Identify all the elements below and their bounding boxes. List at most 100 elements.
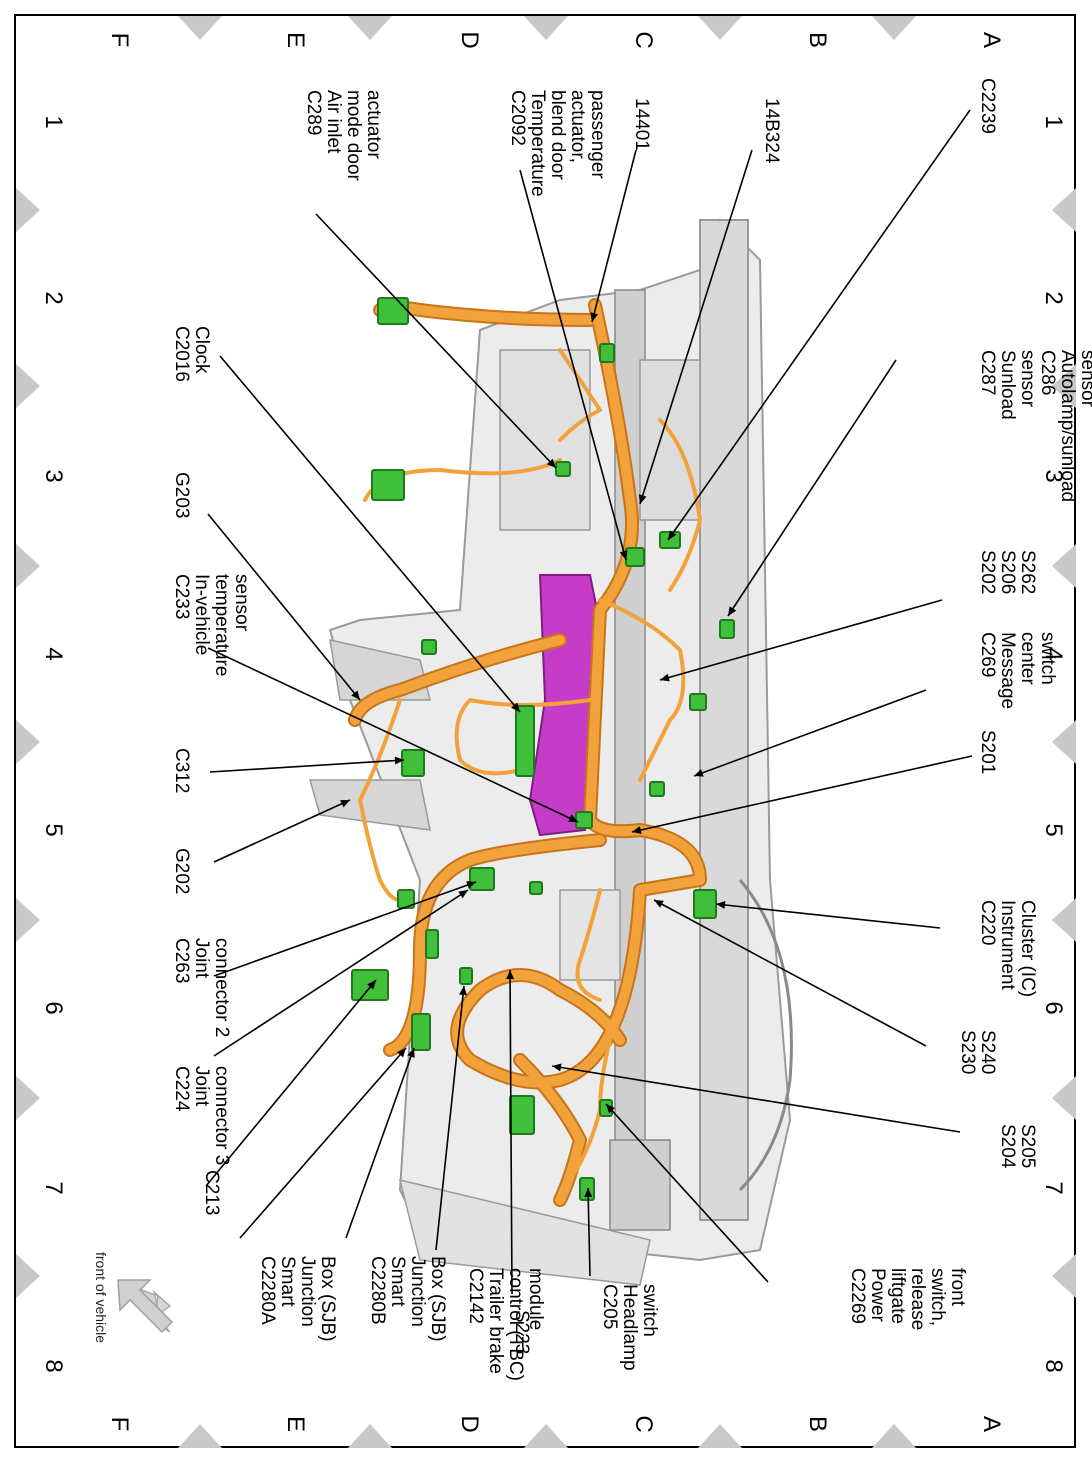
leader-line-5 xyxy=(727,359,897,617)
svg-text:front: front xyxy=(947,1268,968,1307)
svg-text:Temperature: Temperature xyxy=(527,90,548,197)
label-g203: G203 xyxy=(171,472,192,518)
border-zone-marker xyxy=(1052,898,1076,942)
grid-letter-F: F xyxy=(106,1417,133,1432)
svg-text:Power: Power xyxy=(867,1268,888,1323)
leader-arrowhead-14 xyxy=(716,900,726,909)
grid-number-6: 6 xyxy=(1040,1001,1067,1014)
border-zone-marker xyxy=(16,720,40,764)
label-c263: C263 Joint connector 2 xyxy=(171,938,232,1037)
leader-arrowhead-13 xyxy=(340,800,350,808)
svg-text:release: release xyxy=(907,1268,928,1330)
svg-text:Box (SJB): Box (SJB) xyxy=(317,1256,338,1342)
leader-line-11 xyxy=(631,755,973,833)
leader-line-4 xyxy=(315,213,557,469)
svg-text:C220: C220 xyxy=(977,900,998,945)
grid-number-4: 4 xyxy=(40,647,67,660)
connector-15 xyxy=(411,1013,431,1051)
front-of-vehicle-arrow-icon xyxy=(117,1279,174,1334)
svg-text:connector 3: connector 3 xyxy=(211,1066,232,1165)
grid-number-2: 2 xyxy=(40,291,67,304)
label-14b324: 14B324 xyxy=(761,98,782,164)
label-c2280b: C2280B Smart Junction Box (SJB) xyxy=(367,1256,448,1342)
grid-letter-D: D xyxy=(456,1415,483,1432)
svg-text:C2269: C2269 xyxy=(847,1268,868,1324)
border-zone-marker xyxy=(524,16,568,40)
grid-letter-A: A xyxy=(978,32,1005,48)
svg-text:switch: switch xyxy=(639,1284,660,1337)
leader-arrowhead-6 xyxy=(511,702,520,712)
grid-number-3: 3 xyxy=(1040,469,1067,482)
svg-text:connector 2: connector 2 xyxy=(211,938,232,1037)
svg-text:S230: S230 xyxy=(957,1030,978,1074)
svg-text:S205: S205 xyxy=(1017,1124,1038,1168)
label-c269: C269 Message center switch xyxy=(977,632,1058,709)
leader-line-16 xyxy=(653,899,927,1047)
label-c312: C312 xyxy=(171,748,192,793)
label-s204: S204 S205 xyxy=(997,1124,1038,1169)
svg-text:actuator,: actuator, xyxy=(567,90,588,163)
label-c220: C220 Instrument Cluster (IC) xyxy=(977,900,1038,997)
svg-text:Sunload: Sunload xyxy=(997,350,1018,420)
leader-arrowhead-22 xyxy=(459,986,468,996)
leader-arrowhead-15 xyxy=(466,881,476,889)
grid-number-7: 7 xyxy=(1040,1181,1067,1194)
connector-22 xyxy=(529,881,543,895)
grid-letter-C: C xyxy=(630,1415,657,1432)
svg-text:liftgate: liftgate xyxy=(887,1268,908,1324)
svg-text:Air inlet: Air inlet xyxy=(323,90,344,154)
svg-text:S202: S202 xyxy=(977,550,998,594)
svg-text:S206: S206 xyxy=(997,550,1018,594)
label-s201: S201 xyxy=(977,730,998,774)
svg-text:Junction: Junction xyxy=(407,1256,428,1327)
leader-line-6 xyxy=(219,355,521,713)
leader-line-0 xyxy=(667,109,971,541)
leader-arrowhead-7 xyxy=(660,673,670,682)
border-zone-marker xyxy=(348,16,392,40)
svg-text:C263: C263 xyxy=(171,938,192,983)
leader-line-10 xyxy=(207,647,579,823)
svg-text:C286: C286 xyxy=(1037,350,1058,395)
label-c2269: C2269 Power liftgate release switch, fro… xyxy=(847,1268,968,1330)
leader-lines xyxy=(205,109,973,1295)
connector-12 xyxy=(397,889,415,909)
grid-letter-F: F xyxy=(106,33,133,48)
svg-text:C2016: C2016 xyxy=(171,326,192,382)
connector-11 xyxy=(469,867,495,891)
svg-text:sensor: sensor xyxy=(231,574,252,632)
svg-text:C269: C269 xyxy=(977,632,998,677)
svg-text:Box (SJB): Box (SJB) xyxy=(427,1256,448,1342)
leader-line-21 xyxy=(345,1047,415,1239)
leader-line-15 xyxy=(213,881,477,977)
connector-13 xyxy=(693,889,717,919)
grid-number-5: 5 xyxy=(40,823,67,836)
front-of-vehicle-label: front of vehicle xyxy=(93,1252,109,1343)
svg-text:C289: C289 xyxy=(303,90,324,135)
leader-arrowhead-9 xyxy=(694,769,704,777)
svg-text:C205: C205 xyxy=(599,1284,620,1329)
label-c2280a: C2280A Smart Junction Box (SJB) xyxy=(257,1256,338,1342)
svg-text:C2142: C2142 xyxy=(465,1268,486,1324)
leader-arrowhead-11 xyxy=(632,826,642,834)
connectors xyxy=(351,297,735,1201)
border-zone-marker xyxy=(872,16,916,40)
border-zone-marker xyxy=(16,544,40,588)
label-c205: C205 Headlamp switch xyxy=(599,1284,660,1371)
grid-number-7: 7 xyxy=(40,1181,67,1194)
leader-line-9 xyxy=(693,689,927,777)
connector-23 xyxy=(459,967,473,985)
leader-arrowhead-5 xyxy=(728,606,737,616)
border-zone-marker xyxy=(1052,188,1076,232)
grid-number-5: 5 xyxy=(1040,823,1067,836)
border-zone-marker xyxy=(1052,544,1076,588)
leader-line-25 xyxy=(605,1103,769,1283)
border-zone-marker xyxy=(872,1424,916,1448)
leader-line-7 xyxy=(659,599,943,681)
svg-text:blend door: blend door xyxy=(547,90,568,180)
leader-arrowhead-4 xyxy=(546,458,556,468)
connector-21 xyxy=(649,781,665,797)
svg-text:Message: Message xyxy=(997,632,1018,709)
connector-0 xyxy=(377,297,409,325)
leader-line-12 xyxy=(209,759,405,773)
leader-arrowhead-17 xyxy=(458,890,468,899)
